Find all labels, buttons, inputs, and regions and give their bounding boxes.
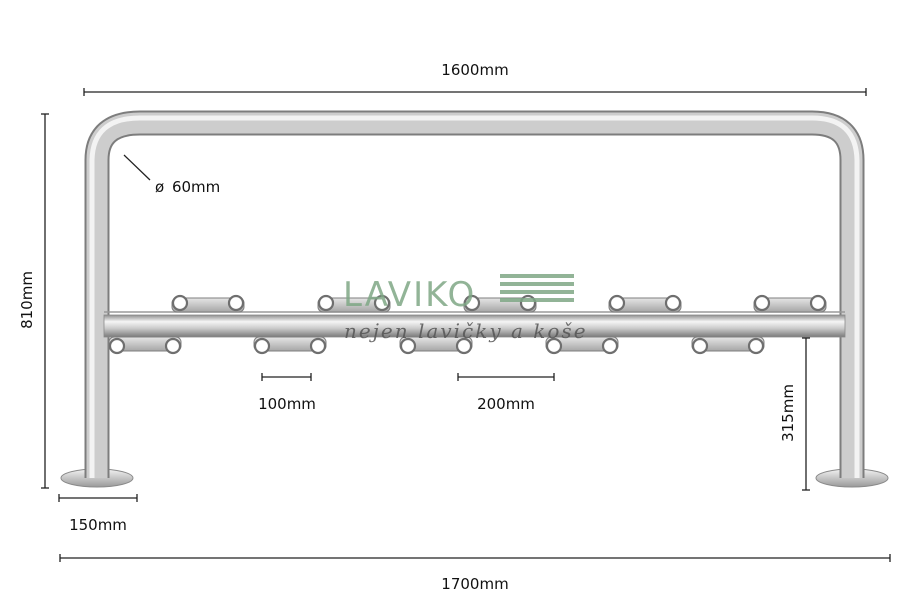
clamp-hole xyxy=(809,294,827,312)
bike-clamp xyxy=(317,294,391,313)
clamp-hole xyxy=(545,337,563,355)
u-frame xyxy=(84,110,865,478)
clamps-lower xyxy=(108,336,765,355)
clamp-hole xyxy=(601,337,619,355)
label-base-plate: 150mm xyxy=(69,516,127,534)
dimension-top-width: 1600mm xyxy=(83,61,867,96)
dimension-clamp-spacing: 200mm xyxy=(457,373,555,413)
clamp-hole xyxy=(171,294,189,312)
clamp-hole xyxy=(253,337,271,355)
svg-text:ø 60mm: ø 60mm xyxy=(155,178,220,196)
clamp-hole xyxy=(227,294,245,312)
bike-clamp xyxy=(399,336,473,355)
diameter-symbol: ø xyxy=(155,178,164,196)
label-total-width: 1700mm xyxy=(441,575,508,593)
bike-clamp xyxy=(608,294,682,313)
clamp-hole xyxy=(664,294,682,312)
bike-clamp xyxy=(463,294,537,313)
clamp-hole xyxy=(164,337,182,355)
watermark-tagline: nejen lavičky a koše xyxy=(344,319,588,343)
clamp-hole xyxy=(463,294,481,312)
bike-clamp xyxy=(691,336,765,355)
clamp-hole xyxy=(608,294,626,312)
watermark: LAVIKO nejen lavičky a koše xyxy=(343,274,588,343)
bike-clamp xyxy=(753,294,827,313)
clamps-upper xyxy=(171,294,827,313)
dimension-rail-height: 315mm xyxy=(779,337,810,491)
clamp-hole xyxy=(455,337,473,355)
clamp-hole xyxy=(399,337,417,355)
label-clamp-spacing: 200mm xyxy=(477,395,535,413)
bike-clamp xyxy=(253,336,327,355)
clamp-hole xyxy=(108,337,126,355)
label-rail-height: 315mm xyxy=(779,384,797,442)
label-tube-diameter: 60mm xyxy=(172,178,220,196)
bike-clamp xyxy=(171,294,245,313)
clamp-hole xyxy=(317,294,335,312)
label-top-width: 1600mm xyxy=(441,61,508,79)
clamp-hole xyxy=(373,294,391,312)
dimension-total-width: 1700mm xyxy=(59,554,891,593)
label-height: 810mm xyxy=(18,271,36,329)
watermark-bench-icon xyxy=(500,274,574,302)
dimension-height: 810mm xyxy=(18,113,49,489)
dimension-base-plate: 150mm xyxy=(58,494,138,534)
watermark-brand: LAVIKO xyxy=(343,275,476,315)
label-slot-spacing: 100mm xyxy=(258,395,316,413)
bike-clamp xyxy=(108,336,182,355)
clamp-hole xyxy=(309,337,327,355)
clamp-hole xyxy=(691,337,709,355)
bike-clamp xyxy=(545,336,619,355)
clamp-hole xyxy=(753,294,771,312)
dimension-slot-spacing: 100mm xyxy=(258,373,316,413)
dimension-tube-diameter: ø 60mm xyxy=(123,154,220,196)
clamp-hole xyxy=(747,337,765,355)
